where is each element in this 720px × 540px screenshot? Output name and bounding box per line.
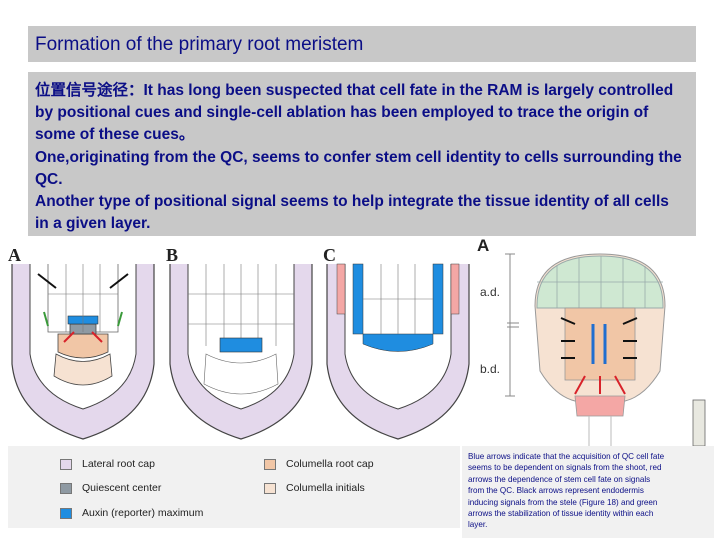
legend-label: Columella initials xyxy=(286,482,365,494)
body-paragraph-1: 位置信号途径：It has long been suspected that c… xyxy=(35,82,674,144)
swatch-lateral-root-cap xyxy=(60,458,72,470)
panel-letter-c: C xyxy=(323,245,336,265)
panel-letter-b: B xyxy=(166,245,179,265)
swatch-columella-initials xyxy=(264,482,276,494)
legend-item-lateral-root-cap: Lateral root cap xyxy=(60,458,155,470)
legend-item-columella-root-cap: Columella root cap xyxy=(264,458,374,470)
swatch-columella-root-cap xyxy=(264,458,276,470)
slide-title: Formation of the primary root meristem xyxy=(28,26,696,62)
root-diagram-b xyxy=(169,264,313,440)
figure-legend: Lateral root cap Quiescent center Auxin … xyxy=(8,446,460,528)
panel-letter-a: A xyxy=(8,245,21,265)
label-bd: b.d. xyxy=(480,362,501,376)
swatch-quiescent-center xyxy=(60,482,72,494)
caption-line: arrows the stabilization of tissue ident… xyxy=(468,509,654,519)
legend-label: Quiescent center xyxy=(82,482,162,494)
label-ad: a.d. xyxy=(480,285,501,299)
body-paragraph-3: Another type of positional signal seems … xyxy=(35,193,669,233)
caption-line: from the QC. Black arrows represent endo… xyxy=(468,486,644,496)
caption-line: Blue arrows indicate that the acquisitio… xyxy=(468,452,665,461)
root-diagram-c xyxy=(326,263,470,440)
legend-label: Lateral root cap xyxy=(82,458,155,470)
legend-label: Columella root cap xyxy=(286,458,374,470)
legend-label: Auxin (reporter) maximum xyxy=(82,507,204,519)
caption-line: arrows the dependence of stem cell fate … xyxy=(468,474,651,484)
swatch-auxin-maximum xyxy=(60,507,72,519)
figure-caption: Blue arrows indicate that the acquisitio… xyxy=(462,446,714,538)
right-root-diagram xyxy=(505,253,706,447)
caption-line: seems to be dependent on signals from th… xyxy=(468,463,662,473)
legend-item-auxin-maximum: Auxin (reporter) maximum xyxy=(60,507,203,519)
caption-line: inducing signals from the stele (Figure … xyxy=(468,497,658,507)
root-diagram-a xyxy=(11,264,155,440)
legend-item-quiescent-center: Quiescent center xyxy=(60,482,161,494)
body-text: 位置信号途径：It has long been suspected that c… xyxy=(28,72,696,236)
caption-line: layer. xyxy=(468,520,488,530)
body-paragraph-2: One,originating from the QC, seems to co… xyxy=(35,148,682,188)
right-panel-letter: A xyxy=(477,236,490,255)
legend-item-columella-initials: Columella initials xyxy=(264,482,365,494)
